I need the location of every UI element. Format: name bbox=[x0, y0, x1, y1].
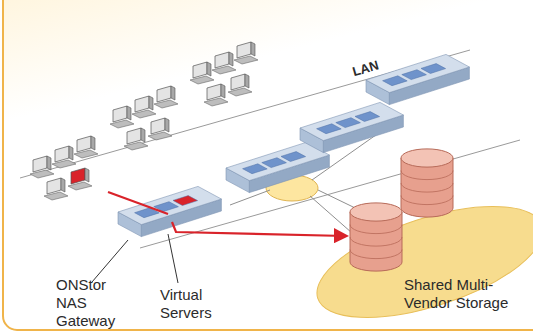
gateway-label: ONStor NAS Gateway bbox=[56, 276, 128, 330]
leader-line bbox=[168, 234, 178, 283]
data-path-arrow bbox=[172, 222, 346, 236]
storage-cylinder bbox=[350, 203, 402, 271]
storage-label: Shared Multi-Vendor Storage bbox=[404, 276, 516, 312]
client-pc bbox=[44, 178, 68, 200]
client-pc bbox=[110, 106, 134, 128]
frame bbox=[3, 0, 533, 330]
client-pc bbox=[30, 156, 54, 178]
client-pc bbox=[148, 118, 172, 140]
client-pc bbox=[68, 168, 92, 190]
client-pc bbox=[204, 84, 228, 106]
gateway-slab bbox=[366, 54, 469, 104]
client-pc bbox=[74, 136, 98, 158]
client-pc bbox=[228, 74, 252, 96]
client-pc bbox=[154, 86, 178, 108]
gateway-slab bbox=[226, 142, 329, 192]
client-pc bbox=[190, 62, 214, 84]
servers-label: Virtual Servers bbox=[160, 286, 230, 322]
leader-line bbox=[92, 240, 128, 282]
client-pc bbox=[212, 52, 236, 74]
client-pc bbox=[234, 42, 258, 64]
gateway-slab bbox=[118, 186, 221, 236]
lan-line bbox=[20, 50, 470, 178]
data-path bbox=[108, 192, 168, 214]
storage-cylinder bbox=[401, 149, 453, 217]
client-pc bbox=[124, 128, 148, 150]
client-pc bbox=[132, 96, 156, 118]
gateway-slab bbox=[300, 102, 403, 152]
client-pc bbox=[52, 146, 76, 168]
